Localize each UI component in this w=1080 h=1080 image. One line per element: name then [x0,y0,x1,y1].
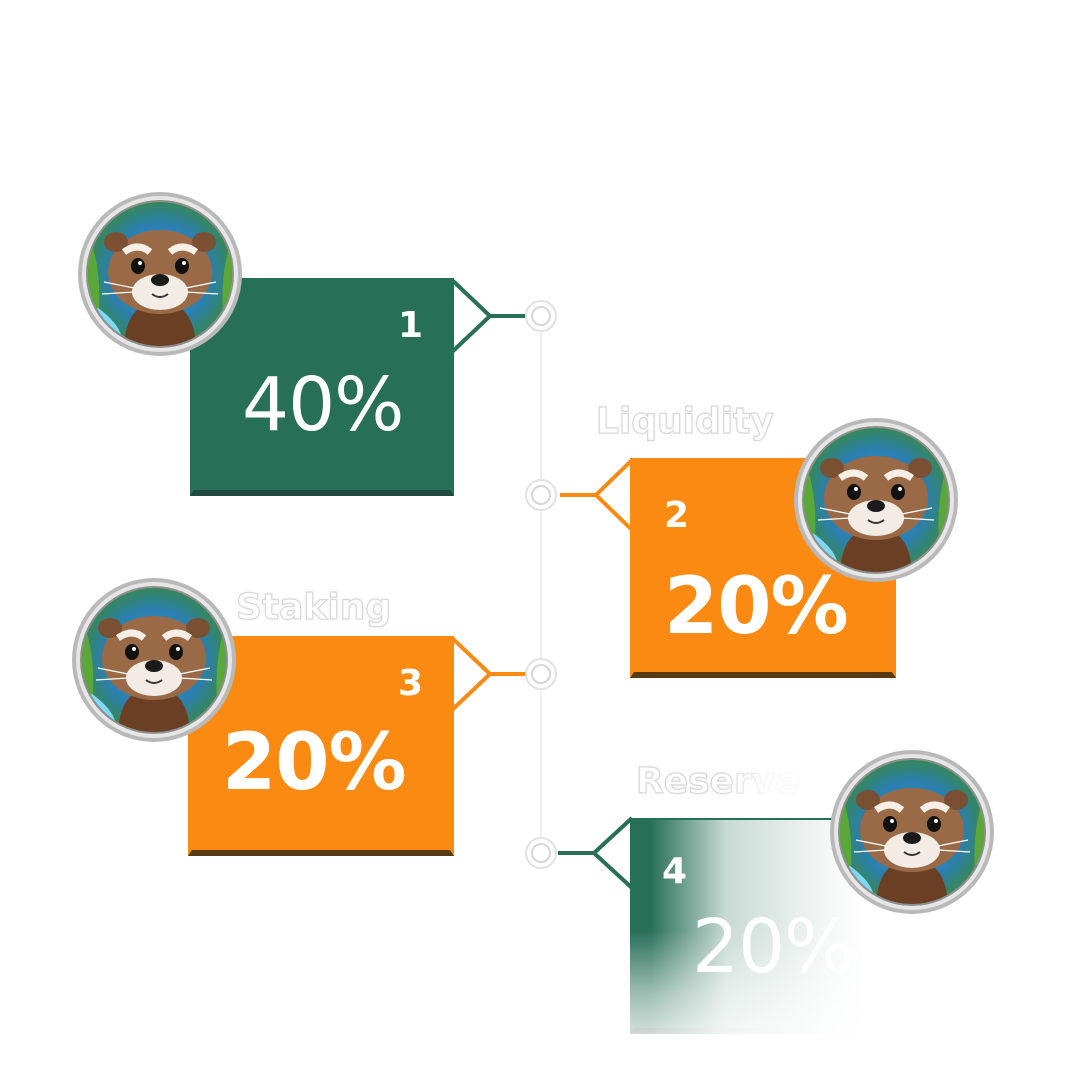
step-label: Reserve [635,761,800,802]
step-card-1: 1 40% [190,278,454,496]
step-label: Liquidity [595,401,774,442]
connector-4 [591,816,634,890]
timeline-node-icon [525,300,557,869]
step-number: 3 [398,663,424,704]
connector-3 [450,636,493,712]
otter-avatar-icon [828,748,996,916]
step-percent: 20% [222,718,407,808]
otter-avatar-icon [70,576,238,744]
connector-2 [593,458,634,532]
step-number: 2 [664,495,690,536]
step-number: 4 [662,851,688,892]
step-percent: 20% [692,904,854,990]
step-percent: 40% [242,362,404,448]
step-label: Staking [235,587,392,628]
step-number: 1 [398,305,424,346]
otter-avatar-icon [76,190,244,358]
step-percent: 20% [664,562,849,652]
otter-avatar-icon [792,416,960,584]
connector-1 [450,278,493,354]
